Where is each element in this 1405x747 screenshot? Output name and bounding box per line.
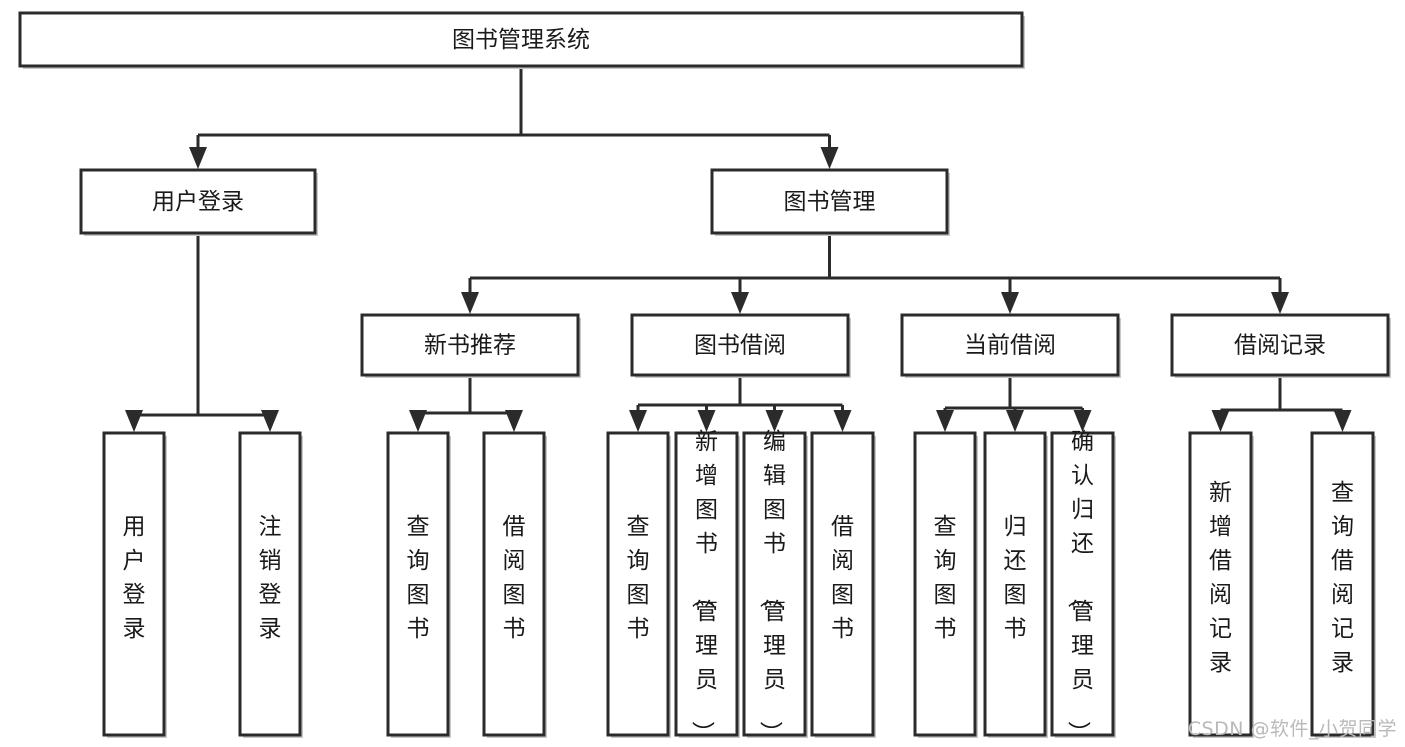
node-rect[interactable] (913, 431, 977, 737)
node-leaf-add-book[interactable]: 新增图书（管理员） (674, 429, 740, 744)
node-label: 用户登录 (152, 189, 244, 215)
node-leaf-query-book-2[interactable]: 查询图书 (606, 431, 671, 738)
node-rect[interactable] (810, 431, 875, 737)
node-rect[interactable] (1188, 431, 1253, 737)
node-rect[interactable] (360, 313, 580, 377)
node-rect[interactable] (1170, 313, 1390, 377)
node-rect[interactable] (742, 431, 807, 737)
node-rect[interactable] (386, 431, 450, 737)
node-rect[interactable] (900, 313, 1120, 377)
node-label: 用户登录 (123, 514, 146, 642)
node-current-borrow[interactable]: 当前借阅 (900, 313, 1121, 378)
node-label: 新书推荐 (424, 333, 516, 359)
node-leaf-query-record[interactable]: 查询借阅记录 (1310, 431, 1376, 738)
node-leaf-borrow-book-2[interactable]: 借阅图书 (810, 431, 876, 738)
node-label: 新增图书（管理员） (689, 429, 718, 744)
node-rect[interactable] (18, 11, 1024, 68)
node-label: 借阅图书 (831, 514, 854, 642)
node-rect[interactable] (674, 431, 739, 737)
node-leaf-user-logout[interactable]: 注销登录 (238, 431, 303, 738)
csdn-watermark: CSDN @软件_小贺同学 (1187, 718, 1397, 740)
node-rect[interactable] (1310, 431, 1375, 737)
node-rect[interactable] (79, 168, 317, 235)
node-rect[interactable] (630, 313, 850, 377)
node-borrow-record[interactable]: 借阅记录 (1170, 313, 1391, 378)
node-label: 查询图书 (627, 514, 650, 642)
node-leaf-add-record[interactable]: 新增借阅记录 (1188, 431, 1254, 738)
node-leaf-borrow-book-1[interactable]: 借阅图书 (482, 431, 547, 738)
node-label: 查询借阅记录 (1331, 480, 1354, 676)
node-leaf-query-book-1[interactable]: 查询图书 (386, 431, 451, 738)
node-label: 图书管理 (784, 189, 876, 215)
node-rect[interactable] (1050, 431, 1115, 737)
node-leaf-edit-book[interactable]: 编辑图书（管理员） (742, 429, 808, 744)
node-label: 查询图书 (934, 514, 957, 642)
node-label: 查询图书 (407, 514, 430, 642)
node-label: 编辑图书（管理员） (757, 429, 786, 744)
node-rect[interactable] (710, 168, 949, 235)
node-leaf-user-login[interactable]: 用户登录 (102, 431, 167, 738)
node-leaf-confirm-return[interactable]: 确认归还（管理员） (1050, 429, 1116, 744)
node-leaf-return-book[interactable]: 归还图书 (983, 431, 1048, 738)
node-label: 图书借阅 (694, 333, 786, 359)
node-label: 注销登录 (259, 514, 282, 642)
node-user-login[interactable]: 用户登录 (79, 168, 318, 236)
node-rect[interactable] (983, 431, 1047, 737)
node-label: 图书管理系统 (452, 27, 590, 53)
node-book-borrow[interactable]: 图书借阅 (630, 313, 851, 378)
node-label: 借阅记录 (1234, 333, 1326, 359)
node-label: 确认归还（管理员） (1065, 429, 1094, 744)
node-label: 借阅图书 (503, 514, 526, 642)
node-new-book-rec[interactable]: 新书推荐 (360, 313, 581, 378)
node-label: 当前借阅 (964, 333, 1056, 359)
node-rect[interactable] (238, 431, 302, 737)
node-rect[interactable] (482, 431, 546, 737)
node-label: 归还图书 (1004, 514, 1027, 642)
node-label: 新增借阅记录 (1209, 480, 1232, 676)
node-root[interactable]: 图书管理系统 (18, 11, 1025, 69)
node-leaf-query-book-3[interactable]: 查询图书 (913, 431, 978, 738)
node-rect[interactable] (102, 431, 166, 737)
connector-layer (125, 66, 1352, 432)
node-layer: 图书管理系统用户登录图书管理新书推荐图书借阅当前借阅借阅记录用户登录注销登录查询… (18, 11, 1391, 744)
node-book-manage[interactable]: 图书管理 (710, 168, 950, 236)
node-rect[interactable] (606, 431, 670, 737)
